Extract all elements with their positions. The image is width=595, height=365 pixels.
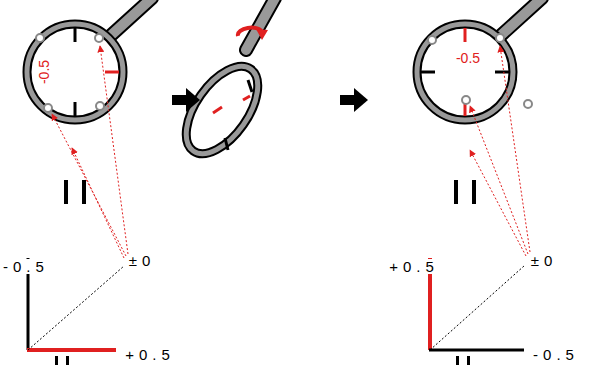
axis-value: -0.5 [3,259,49,274]
lens-rotating [172,0,275,166]
lens-right [417,0,542,204]
axis-zero: ±0 [531,253,558,268]
axis-value: +0.5 [125,347,175,362]
axis-value: -0.5 [533,347,579,362]
lens-left [27,0,152,204]
axis-value: +0.5 [389,259,439,274]
leader-lines [52,46,530,258]
axes-left [27,258,124,365]
lens-reading: -0.5 [456,51,480,65]
lens-reading: -0.5 [37,60,51,84]
step-arrows [172,88,368,112]
axis-zero: ±0 [129,253,156,268]
axes-right [429,258,524,365]
